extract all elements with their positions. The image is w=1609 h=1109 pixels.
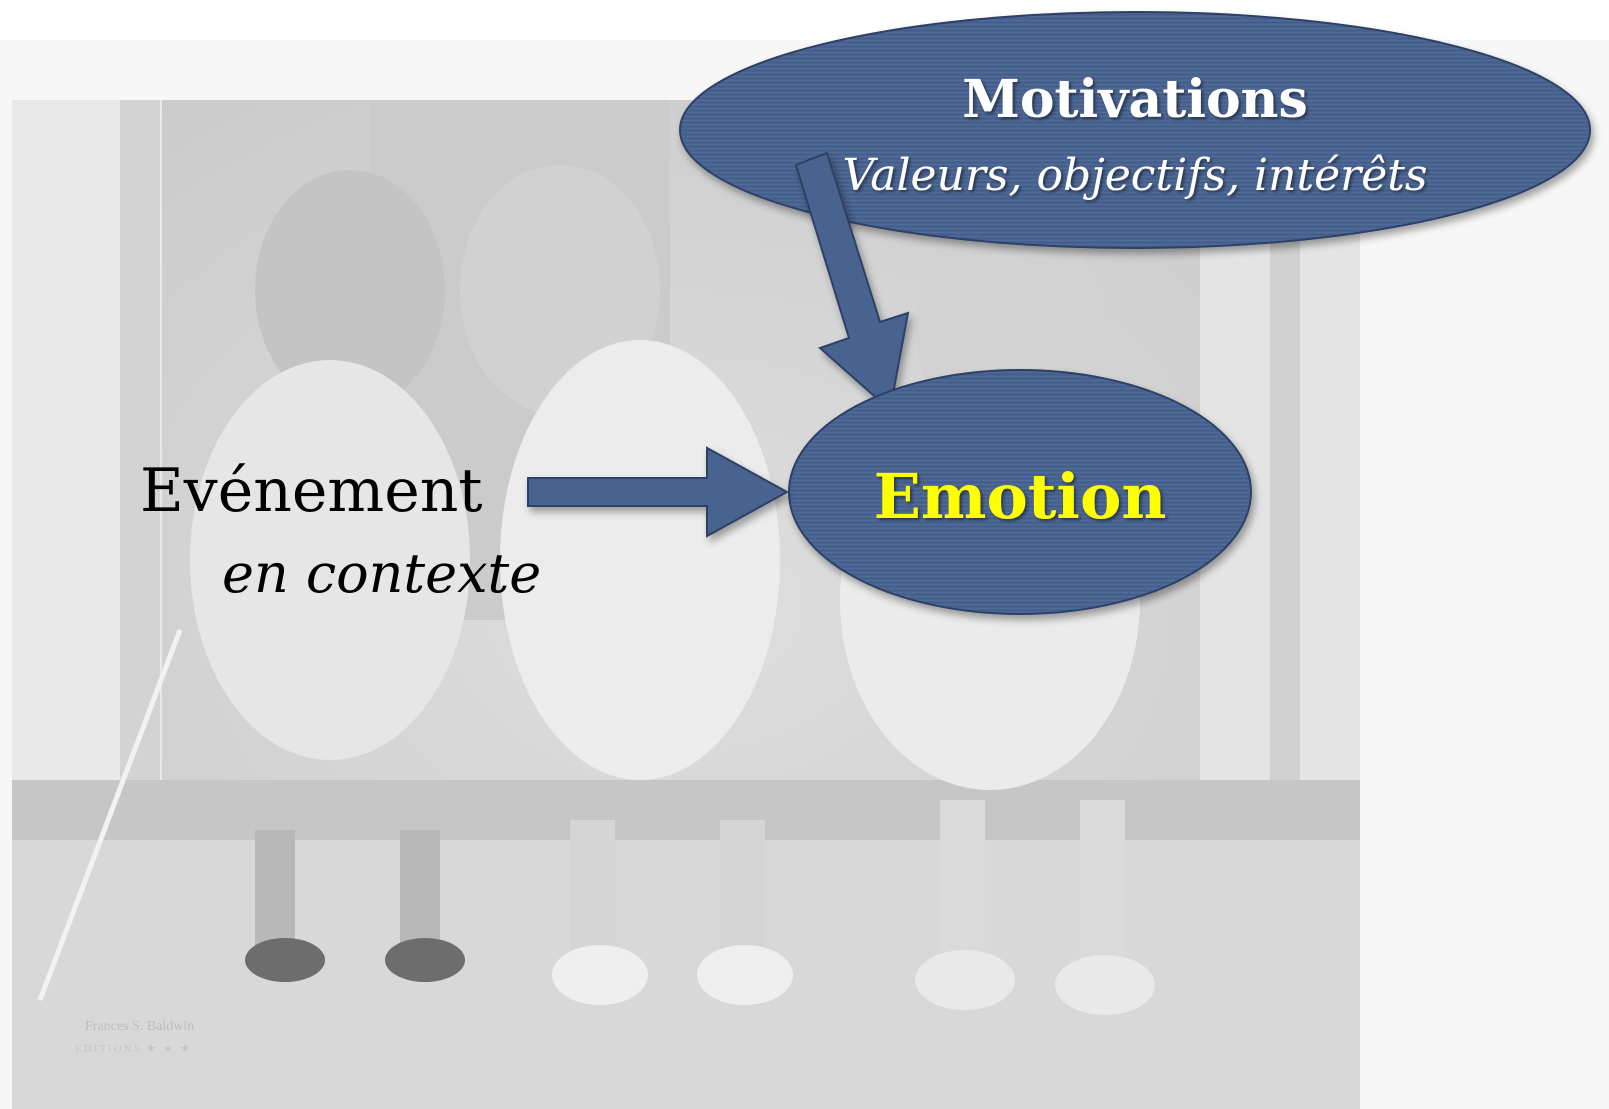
photo-caption-line2: EDITIONS ★ ★ ★ <box>75 1043 192 1055</box>
arrow-event-to-emotion <box>527 446 790 538</box>
motivations-title: Motivations <box>962 69 1307 130</box>
background-photo: Frances S. Baldwin EDITIONS ★ ★ ★ <box>12 100 1360 1109</box>
photo-caption-line1: Frances S. Baldwin <box>85 1019 194 1034</box>
motivations-node: Motivations Valeurs, objectifs, intérêts <box>679 11 1591 249</box>
emotion-node: Emotion <box>788 369 1252 615</box>
event-subtitle: en contexte <box>222 542 541 605</box>
motivations-ellipse <box>679 11 1591 249</box>
emotion-label: Emotion <box>874 460 1167 533</box>
event-title: Evénement <box>140 456 483 526</box>
arrow-motivations-to-emotion <box>794 151 910 412</box>
motivations-subtitle: Valeurs, objectifs, intérêts <box>842 150 1427 201</box>
